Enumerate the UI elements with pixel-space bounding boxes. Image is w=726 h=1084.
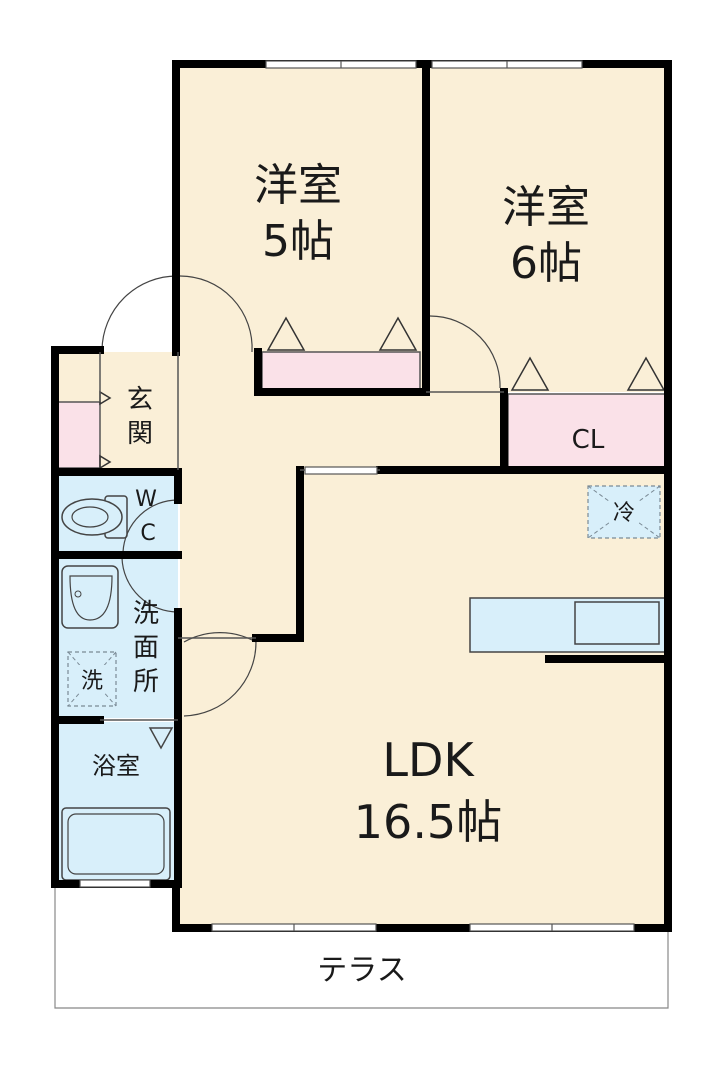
toilet-icon <box>61 495 128 539</box>
wc-door-swing <box>122 499 179 553</box>
hallway-floor <box>55 352 505 638</box>
washer-label: 洗 <box>81 669 103 694</box>
fixtures <box>61 495 174 881</box>
windows <box>79 60 635 932</box>
western-room-1-size: 5帖 <box>262 216 334 267</box>
entrance-door-swing <box>101 275 178 352</box>
terrace <box>54 888 669 1009</box>
shoe-cabinet <box>57 401 101 469</box>
wash-basin-icon <box>61 565 119 629</box>
wc-label-2: C <box>140 521 155 546</box>
door-swings <box>101 275 501 717</box>
western-room-2-size: 6帖 <box>510 238 582 289</box>
fridge-label-bg <box>609 498 639 526</box>
labels: 洋室 5帖 洋室 6帖 LDK 16.5帖 CL 玄 関 W C 洗 面 所 洗… <box>81 160 635 988</box>
room2-door-swing <box>429 315 501 389</box>
washroom-label-2: 面 <box>133 633 159 663</box>
washer-space-icon <box>67 651 117 707</box>
washroom-label-3: 所 <box>133 667 159 697</box>
fridge-space <box>587 485 661 539</box>
bathtub-icon <box>61 807 171 881</box>
western-room-1-name: 洋室 <box>254 160 342 211</box>
ldk-door-swing <box>183 632 257 717</box>
kitchen-sink <box>574 601 660 645</box>
room1-door-swing <box>179 275 253 353</box>
bath-label: 浴室 <box>92 752 140 780</box>
closet-label: CL <box>572 425 605 455</box>
bath-door-marker <box>148 727 174 750</box>
closet-door-marks <box>99 316 666 470</box>
closet-room1 <box>261 351 421 393</box>
western-room-2-floor <box>426 64 668 392</box>
washroom-door-swing <box>121 557 179 613</box>
washroom-label-1: 洗 <box>133 599 159 629</box>
ldk-name: LDK <box>382 733 475 787</box>
terrace-label: テラス <box>317 953 406 988</box>
wc-label-1: W <box>135 487 157 512</box>
ldk-size: 16.5帖 <box>354 795 502 849</box>
counter-back <box>545 655 668 663</box>
kitchen-counter <box>469 597 668 663</box>
entrance-label-2: 関 <box>127 419 153 449</box>
western-room-2-name: 洋室 <box>502 182 590 233</box>
entrance-label-1: 玄 <box>127 385 153 415</box>
fridge-label: 冷 <box>613 501 635 526</box>
storage <box>57 351 669 471</box>
western-room-1-floor <box>178 64 426 354</box>
